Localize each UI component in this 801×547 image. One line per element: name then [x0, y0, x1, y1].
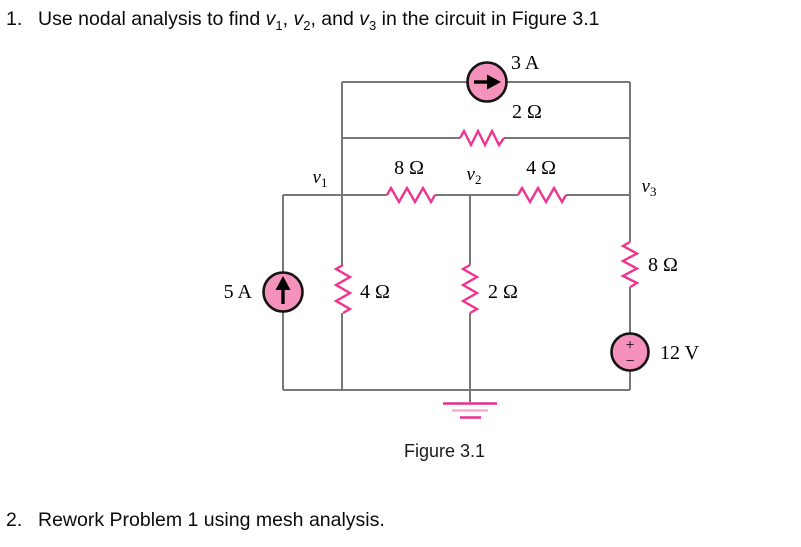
label-5a: 5 A	[224, 281, 253, 303]
var-v1: v	[265, 8, 276, 30]
label-4ohm-left: 4 Ω	[360, 281, 390, 303]
var-v2-sub: 2	[303, 17, 311, 33]
figure-caption: Figure 3.1	[404, 441, 486, 461]
resistor-4ohm-left	[333, 263, 353, 315]
problem-2-statement: Rework Problem 1 using mesh analysis.	[38, 509, 385, 531]
statement-text-after: in the circuit in Figure 3.1	[376, 8, 600, 30]
statement-sep-1: ,	[282, 8, 294, 30]
current-source-5a	[262, 271, 304, 313]
label-3a: 3 A	[511, 52, 540, 74]
problem-1-statement: Use nodal analysis to find v1, v2, and v…	[38, 7, 600, 33]
var-v3-sub: 3	[369, 17, 377, 33]
label-2ohm-middle: 2 Ω	[488, 281, 518, 303]
current-source-3a	[466, 61, 508, 103]
statement-text-before: Use nodal analysis to find	[38, 8, 266, 30]
label-8ohm-right: 8 Ω	[648, 254, 678, 276]
problem-2-number: 2.	[6, 509, 23, 531]
var-v3: v	[359, 8, 369, 30]
minus-sign: −	[625, 353, 634, 370]
label-4ohm-mid: 4 Ω	[526, 157, 556, 179]
ground-symbol	[443, 402, 497, 419]
var-v2: v	[293, 8, 304, 30]
resistors	[333, 128, 640, 315]
label-8ohm-mid: 8 Ω	[394, 157, 424, 179]
label-2ohm-top: 2 Ω	[512, 101, 542, 123]
node-label-v2: v2	[467, 164, 482, 187]
voltage-source-12v: + −	[610, 332, 650, 372]
label-12v: 12 V	[660, 342, 700, 364]
statement-sep-2: , and	[310, 8, 360, 30]
resistor-8ohm-mid	[385, 185, 437, 205]
problem-1-number: 1.	[6, 8, 23, 30]
arrow-up-icon	[275, 276, 291, 304]
node-label-v1: v1	[313, 167, 328, 190]
voltage-source-12v-circle	[610, 332, 650, 372]
var-v1-sub: 1	[275, 17, 283, 33]
node-label-v3: v3	[642, 176, 657, 199]
resistor-4ohm-mid	[516, 185, 568, 205]
resistor-8ohm-right	[620, 240, 640, 289]
plus-sign: +	[625, 337, 634, 354]
resistor-2ohm-top	[458, 128, 505, 148]
circuit-wires	[282, 81, 631, 402]
arrow-right-icon	[474, 74, 501, 90]
resistor-2ohm-middle	[460, 263, 480, 315]
